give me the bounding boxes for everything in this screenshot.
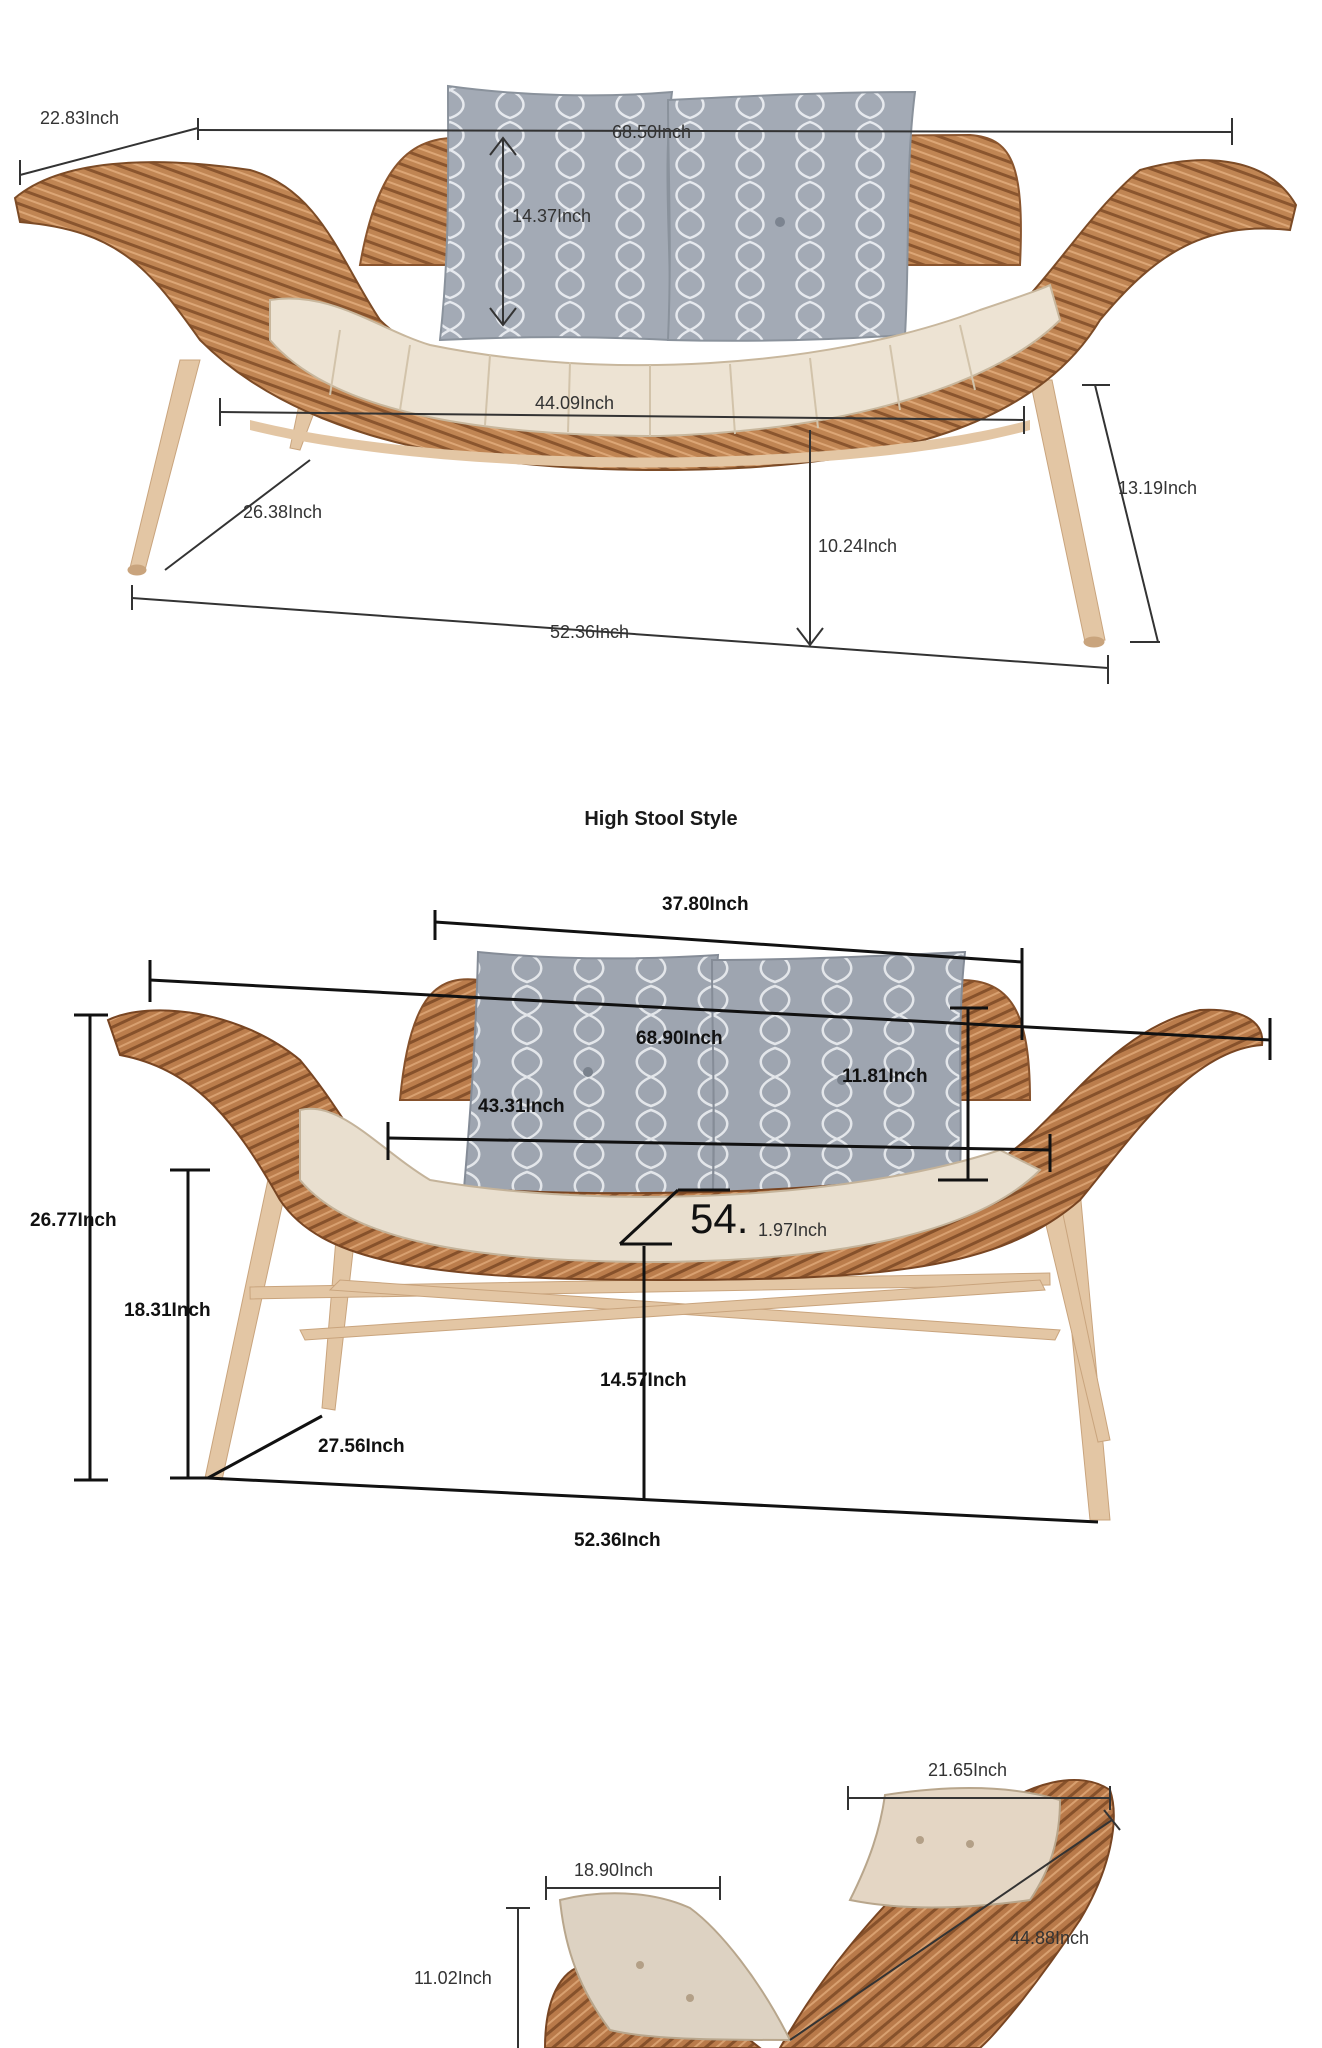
dim-sofa-low-depth-left: 22.83Inch <box>40 108 120 128</box>
dim-sofa-low-arm-height: 13.19Inch <box>1118 478 1198 498</box>
dim-sofa-high-leg-depth: 27.56Inch <box>318 1436 405 1457</box>
sofa-high-cushion <box>299 1107 1042 1264</box>
sofa-high-pillows <box>460 950 967 1219</box>
dim-chair-back-length: 44.88Inch <box>1010 1928 1090 1948</box>
dim-sofa-high-seat-width: 43.31Inch <box>478 1096 565 1117</box>
sofa-low-base-rail <box>250 420 1030 468</box>
dim-sofa-low-seat-height: 10.24Inch <box>818 536 898 556</box>
sofa-low-shell <box>13 159 1298 472</box>
chair-drawing <box>506 1779 1121 2048</box>
dim-sofa-high-cushion-thickness: 1.97Inch <box>758 1220 828 1240</box>
chair-panel: 21.65Inch 18.90Inch 11.02Inch 44.88Inch <box>0 1740 1322 2048</box>
dim-sofa-high-seat-height: 14.57Inch <box>600 1370 687 1391</box>
dim-sofa-low-seat-width: 44.09Inch <box>535 393 615 413</box>
chair-dimension-lines <box>506 1786 1121 2048</box>
sofa-high-legs <box>204 1169 1111 1521</box>
sofa-low-cushion-seams <box>329 324 976 436</box>
dim-sofa-high-arm-height: 18.31Inch <box>124 1300 211 1321</box>
sofa-low-pillows <box>438 84 917 342</box>
dim-chair-headrest-width: 21.65Inch <box>928 1760 1008 1780</box>
sofa-low-cushion <box>269 283 1062 438</box>
chair-seat-pillow <box>558 1892 792 2042</box>
chair-headrest-pillow <box>848 1787 1062 1909</box>
dim-sofa-low-base-width: 52.36Inch <box>550 622 630 642</box>
sofa-low-dimension-lines <box>19 118 1233 684</box>
sofa-low-drawing <box>13 84 1298 684</box>
sofa-low-panel: 22.83Inch 68.50Inch 14.37Inch 44.09Inch … <box>0 0 1322 720</box>
dim-chair-seat-pillow-height: 11.02Inch <box>414 1968 492 1988</box>
sofa-high-drawing: 54. <box>74 910 1272 1524</box>
dim-sofa-high-base-width: 52.36Inch <box>574 1530 661 1551</box>
sofa-high-panel: 54. 37.80Inch 68.90Inch 11.81Inch 43.31I… <box>0 860 1322 1580</box>
section-title: High Stool Style <box>584 808 738 830</box>
dim-sofa-low-pillow-height: 14.37Inch <box>512 206 592 226</box>
sofa-high-dimension-lines <box>74 910 1272 1524</box>
dim-sofa-high-total-width: 68.90Inch <box>636 1028 723 1049</box>
dim-sofa-high-pillow-height: 11.81Inch <box>842 1066 928 1087</box>
dim-sofa-high-total-height: 26.77Inch <box>30 1210 117 1231</box>
dim-sofa-low-leg-depth: 26.38Inch <box>243 502 323 522</box>
dim-sofa-high-seat-overlay: 54. <box>690 1195 748 1242</box>
dim-chair-seat-pillow-width: 18.90Inch <box>574 1860 654 1880</box>
dim-sofa-high-back-width: 37.80Inch <box>662 894 749 915</box>
dim-sofa-low-total-width: 68.50Inch <box>612 122 692 142</box>
